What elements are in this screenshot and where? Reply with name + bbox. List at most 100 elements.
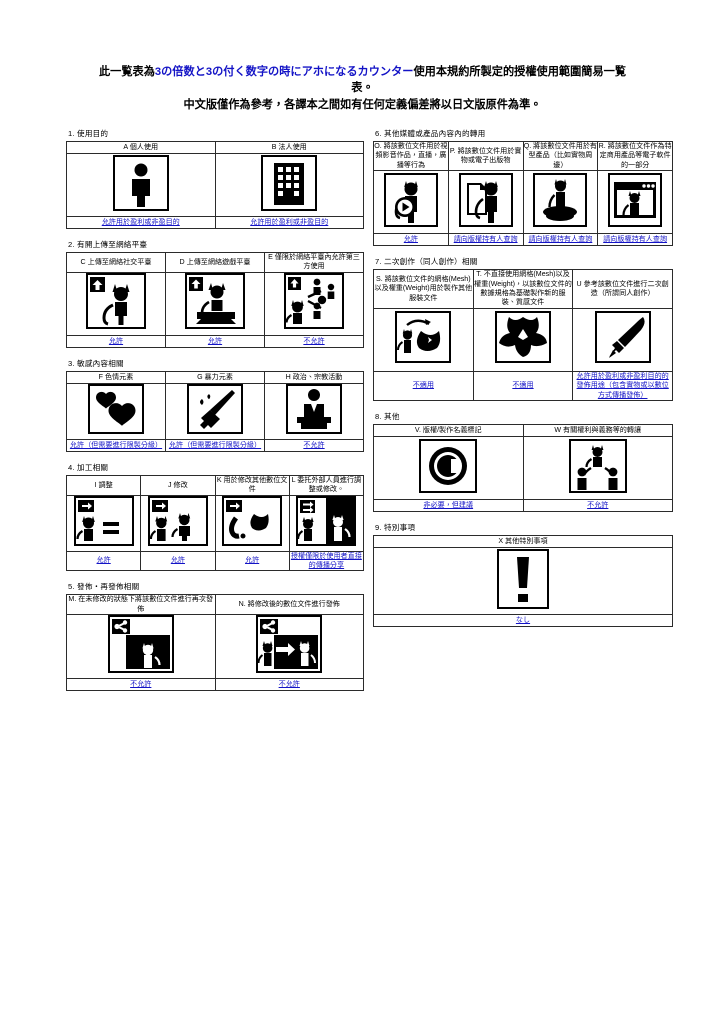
cell-T-label: T. 不直接使用網格(Mesh)以及權重(Weight)，以該數位文件的數據規格…	[472, 269, 574, 309]
cell-C-status: 允許	[66, 334, 166, 348]
upload-cat-icon	[86, 273, 146, 330]
cell-L-icon-container	[288, 494, 365, 552]
exclamation-icon	[497, 548, 549, 609]
table-row-status: 允許（但需要進行限製分級） 允許（但需要進行限製分級） 不允許	[66, 438, 364, 452]
cell-O-status: 允許	[373, 233, 449, 247]
section-1-heading: 1. 使用目的	[68, 129, 109, 138]
section-8-heading: 8. 其他	[375, 412, 400, 422]
section-2-table: C 上傳至網絡社交平臺 D 上傳至網絡遊戲平臺 E 僅限於網絡平臺內允許第三方使…	[66, 252, 364, 348]
cell-M-icon-container	[66, 614, 216, 680]
content-columns: 1. 使用目的 A 個人使用 B 法人使用	[0, 128, 725, 701]
section-4: 4. 加工相關 I 調整 J 修改 K 用於修改其他數位文件 L 委托外部人員進…	[65, 462, 365, 572]
cell-J-status: 允許	[140, 550, 216, 572]
table-row-header: A 個人使用 B 法人使用	[66, 141, 364, 154]
cell-W-status: 不允許	[522, 499, 673, 513]
section-7-heading: 7. 二次創作（同人創作）相關	[375, 257, 478, 267]
arrow-cat-parts-icon	[222, 495, 283, 546]
cell-L-status: 授權僅限於使用者直接的傳播分享	[288, 550, 365, 572]
section-6: 6. 其他媒體或產品內容內的轉用 O. 將該數位文件用於視頻影音作品，直播，廣播…	[373, 128, 673, 247]
cat-figurine-icon	[533, 172, 588, 227]
cat-document-icon	[458, 172, 513, 227]
cell-I-label: I 調整	[65, 474, 142, 496]
cell-K-icon-container	[214, 494, 290, 552]
cell-P-label: P. 將該數位文件用於實物或電子出版物	[447, 140, 524, 172]
section-5: 5. 發佈・再發佈相關 M. 在未修改的狀態下將該數位文件進行再次發佈 N. 將…	[66, 581, 364, 692]
table-row-icons	[66, 153, 364, 217]
cell-P-status: 請向版權持有人查詢	[447, 233, 524, 247]
section-9-table: X 其他特別事項 なし	[373, 535, 673, 628]
section-1-table: A 個人使用 B 法人使用	[66, 141, 364, 229]
table-row-icons	[373, 307, 673, 372]
cell-D-label: D 上傳至網絡遊戲平臺	[165, 252, 265, 273]
section-3-heading: 3. 敏感內容相關	[68, 358, 124, 368]
section-1: 1. 使用目的 A 個人使用 B 法人使用	[66, 128, 364, 229]
cat-browser-window-icon	[608, 172, 663, 227]
table-row-status: なし	[373, 614, 673, 628]
page-title-block: 此一覧表為3の倍数と3の付く数字の時にアホになるカウンター使用本規約所製定的授權…	[0, 0, 725, 114]
person-icon	[112, 154, 169, 211]
section-6-heading: 6. 其他媒體或產品內容內的轉用	[375, 129, 486, 138]
cell-Q-label: Q. 將該數位文件用於有型產品（比如實物周邊）	[522, 140, 599, 172]
cell-X-label: X 其他特別事項	[373, 535, 673, 549]
cat-mesh-reuse-icon	[395, 311, 452, 364]
cell-V-icon-container	[373, 436, 524, 501]
cell-J-icon-container	[140, 494, 216, 552]
cell-Q-status: 請向版權持有人查詢	[522, 233, 599, 247]
cell-X-status: なし	[373, 614, 673, 628]
cell-D-status: 允許	[165, 334, 265, 348]
cell-L-label: L 委托外部人員進行調整或修改。	[288, 474, 365, 496]
section-6-table: O. 將該數位文件用於視頻影音作品，直播，廣播等行為 P. 將該數位文件用於實物…	[373, 140, 673, 247]
section-2-heading: 2. 有閞上傳至網絡平臺	[68, 240, 148, 249]
cell-J-label: J 修改	[140, 474, 216, 496]
table-row-header: I 調整 J 修改 K 用於修改其他數位文件 L 委托外部人員進行調整或修改。	[65, 474, 365, 496]
cell-F-label: F 色情元素	[66, 370, 166, 384]
cell-E-icon-container	[264, 271, 364, 336]
section-9-heading: 9. 特別事項	[375, 523, 416, 533]
cell-H-label: H 政治、宗教活動	[264, 370, 364, 384]
table-row-status: 允許 允許 允許 授權僅限於使用者直接的傳播分享	[65, 550, 365, 572]
section-5-heading: 5. 發佈・再發佈相關	[68, 582, 140, 592]
cell-G-status: 允許（但需要進行限製分級）	[165, 438, 265, 452]
title-product-name: 3の倍数と3の付く数字の時にアホになるカウンター	[154, 66, 414, 78]
cell-R-label: R. 將該數位文件作為特定商用產品等電子軟件的一部分	[597, 140, 673, 172]
cell-A-icon-container	[66, 153, 216, 217]
cell-M-label: M. 在未修改的狀態下將該數位文件進行再次發佈	[66, 594, 216, 616]
pen-brush-icon	[594, 311, 651, 364]
table-row-status: 不允許 不允許	[66, 678, 364, 692]
title-suffix: 使用本規約所製定的授權使用範圍簡易一覧	[413, 66, 627, 78]
cell-S-icon-container	[373, 307, 474, 372]
table-row-icons	[373, 170, 673, 235]
section-5-table: M. 在未修改的狀態下將該數位文件進行再次發佈 N. 將修改後的數位文件進行發佈	[66, 594, 364, 692]
table-row-status: 允許 允許 不允許	[66, 334, 364, 348]
cat-transfer-people-icon	[568, 438, 627, 493]
table-row-status: 允許用於盈利或非盈目的 允許用於盈利或非盈目的	[66, 216, 364, 229]
table-row-status: 不適用 不適用 允許用於盈利或非盈利目的的發佈用途（包含實物或以數位方式傳播發佈…	[373, 370, 673, 402]
cell-H-status: 不允許	[264, 438, 364, 452]
cell-N-label: N. 將修改後的數位文件進行發佈	[214, 594, 364, 616]
table-row-header: X 其他特別事項	[373, 535, 673, 549]
section-4-heading: 4. 加工相關	[68, 462, 109, 472]
cell-T-status: 不適用	[472, 370, 574, 402]
table-row-icons	[65, 494, 365, 552]
cell-R-status: 請向版權持有人查詢	[597, 233, 673, 247]
cell-Q-icon-container	[522, 170, 599, 235]
cell-G-label: G 暴力元素	[165, 370, 265, 384]
table-row-icons	[66, 271, 364, 336]
section-8-table: V. 版權/製作名義標記 W 有關權利與義務等的轉讓	[373, 424, 673, 513]
cell-C-label: C 上傳至網絡社交平臺	[66, 252, 166, 273]
upload-cat-screen-icon	[185, 273, 245, 330]
cat-play-button-icon	[383, 172, 438, 227]
arrow-cat-equals-icon	[73, 495, 134, 546]
cell-U-status: 允許用於盈利或非盈利目的的發佈用途（包含實物或以數位方式傳播發佈）	[572, 370, 673, 402]
cell-X-icon-container	[373, 547, 673, 616]
cell-P-icon-container	[447, 170, 524, 235]
table-row-header: O. 將該數位文件用於視頻影音作品，直播，廣播等行為 P. 將該數位文件用於實物…	[373, 140, 673, 172]
section-7-table: S. 將該數位文件的網格(Mesh)以及權重(Weight)用於製作其他服裝文件…	[373, 269, 673, 402]
cell-U-label: U 參考該數位文件進行二次創造（所謂同人創作）	[572, 269, 673, 309]
cell-M-status: 不允許	[66, 678, 216, 692]
cell-I-status: 允許	[65, 550, 142, 572]
share-cat-box-icon	[107, 615, 174, 674]
title-prefix: 此一覧表為	[98, 66, 155, 78]
table-row-status: 允許 請向版權持有人查詢 請向版權持有人查詢 請向版權持有人查詢	[373, 233, 673, 247]
